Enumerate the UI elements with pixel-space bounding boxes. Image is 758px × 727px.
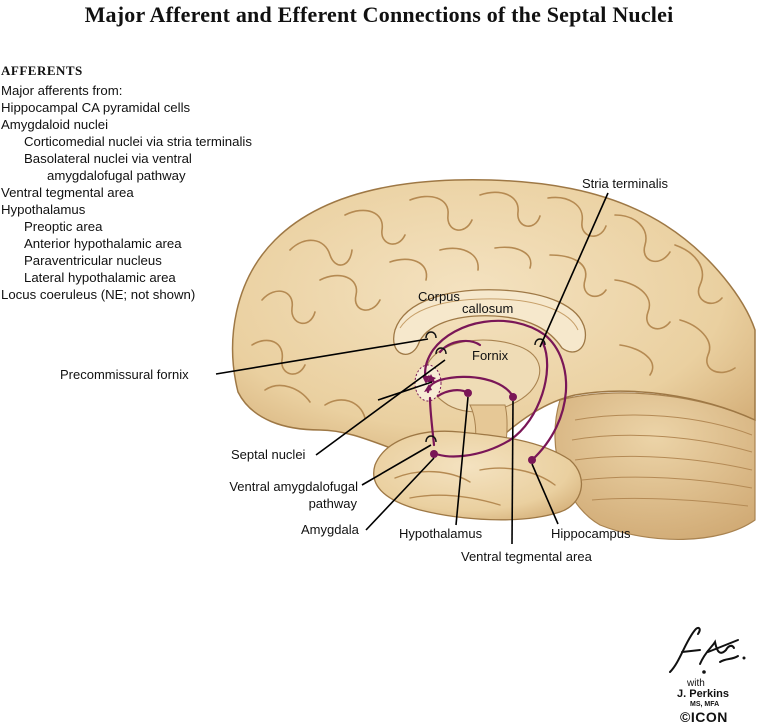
page-title: Major Afferent and Efferent Connections …	[84, 2, 674, 27]
label-corpus: Corpus	[418, 289, 460, 304]
signature-coauthor: J. Perkins	[677, 688, 729, 700]
corpus-callosum	[393, 289, 587, 355]
leader-septal-nuclei	[315, 359, 446, 456]
pathway-origins	[430, 389, 536, 464]
leader-precommissural-fornix	[215, 338, 429, 375]
afferent-line: Anterior hypothalamic area	[24, 236, 182, 251]
netter-signature	[669, 626, 746, 674]
leader-ventral-amygdalofugal	[361, 444, 432, 486]
signature-with: with	[687, 678, 705, 689]
afferents-heading: AFFERENTS	[1, 63, 83, 78]
afferent-line: Corticomedial nuclei via stria terminali…	[24, 134, 252, 149]
label-callosum: callosum	[462, 301, 514, 316]
cerebellum	[554, 392, 756, 541]
pathways	[424, 319, 568, 462]
leader-lines	[215, 192, 609, 545]
leader-septal-region	[377, 381, 433, 401]
gyri-folds	[251, 191, 736, 419]
label-stria-terminalis: Stria terminalis	[582, 176, 668, 191]
label-ventral-amygdalofugal-1: Ventral amygdalofugal	[229, 479, 358, 494]
afferent-line: Amygdaloid nuclei	[1, 117, 109, 132]
amygdalofugal-pathway	[428, 396, 436, 447]
afferent-line: Hippocampal CA pyramidal cells	[1, 100, 191, 115]
label-fornix: Fornix	[472, 348, 509, 363]
signature-degree: MS, MFA	[690, 701, 720, 708]
cerebellum-folia	[571, 414, 753, 507]
afferent-line: Locus coeruleus (NE; not shown)	[1, 287, 196, 302]
pathway-arrows	[422, 374, 436, 392]
afferent-line: Basolateral nuclei via ventral	[24, 151, 192, 166]
afferent-line: Preoptic area	[24, 219, 103, 234]
leader-amygdala	[365, 457, 435, 531]
label-ventral-tegmental-area: Ventral tegmental area	[461, 549, 592, 564]
afferent-line: Hypothalamus	[1, 202, 86, 217]
leader-hippocampus	[531, 463, 559, 525]
leader-stria-terminalis	[539, 192, 609, 348]
label-hypothalamus: Hypothalamus	[399, 526, 483, 541]
label-precommissural-fornix: Precommissural fornix	[60, 367, 189, 382]
label-hippocampus: Hippocampus	[551, 526, 631, 541]
leader-hypothalamus	[455, 396, 469, 526]
afferent-line: Ventral tegmental area	[1, 185, 134, 200]
leader-ventral-tegmental-area	[511, 400, 514, 545]
afferent-line: amygdalofugal pathway	[47, 168, 186, 183]
hippocampal-pathway	[424, 319, 568, 462]
afferent-line: Lateral hypothalamic area	[24, 270, 176, 285]
icon-logo: ©ICON	[680, 709, 728, 725]
label-amygdala: Amygdala	[301, 522, 359, 537]
afferent-line: Major afferents from:	[1, 83, 123, 98]
label-septal-nuclei: Septal nuclei	[231, 447, 306, 462]
temporal-lobe	[373, 430, 582, 521]
label-ventral-amygdalofugal-2: pathway	[308, 496, 357, 511]
pathway-hooks	[425, 331, 546, 443]
stria-terminalis-pathway	[430, 341, 549, 458]
afferent-line: Paraventricular nucleus	[24, 253, 162, 268]
precommissural-fornix-pathway	[438, 339, 482, 354]
